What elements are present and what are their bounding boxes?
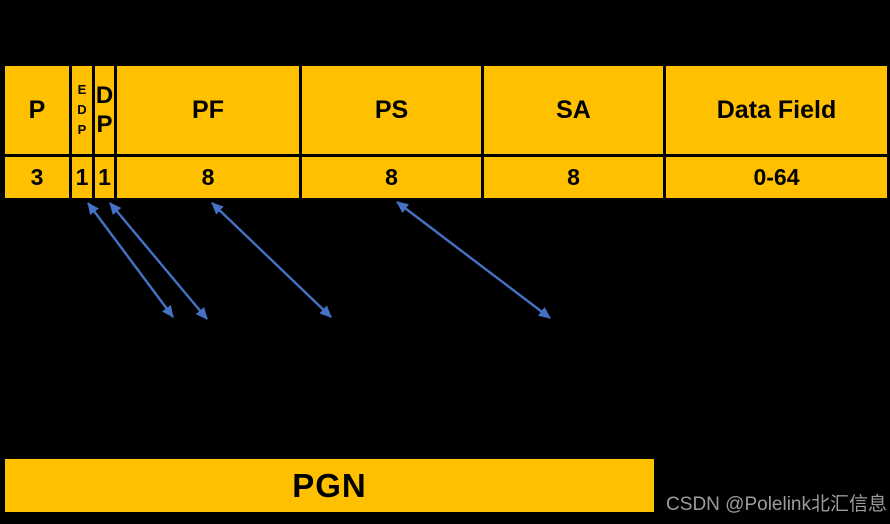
pgn-bar: PGN [3, 457, 656, 514]
frame-value-edp: 1 [75, 164, 89, 190]
mapping-arrow-pf [211, 202, 332, 318]
frame-column-ps: PS 8 [302, 66, 484, 198]
frame-header-edp-letter: D [77, 102, 87, 117]
frame-value-ps: 8 [385, 164, 398, 190]
frame-value-sa: 8 [567, 164, 580, 190]
mapping-arrow-dp [109, 202, 208, 320]
frame-column-data_field: Data Field 0-64 [666, 66, 887, 198]
frame-value-data_field: 0-64 [753, 164, 800, 190]
frame-column-sa: SA 8 [484, 66, 666, 198]
frame-value-dp: 1 [98, 164, 111, 190]
frame-value-pf: 8 [201, 164, 215, 190]
frame-header-p: P [5, 66, 69, 157]
frame-header-edp-letter: P [77, 122, 87, 137]
watermark: CSDN @Polelink北汇信息 [666, 494, 887, 515]
frame-header-dp-letter: D [95, 82, 114, 109]
mapping-arrow-ps [396, 201, 551, 319]
frame-header-sa: SA [484, 66, 663, 157]
mapping-arrow-edp [87, 202, 174, 318]
frame-header-edp-letter: E [77, 82, 87, 97]
frame-header-ps: PS [302, 66, 481, 157]
pgn-label: PGN [292, 466, 367, 504]
frame-column-pf: PF 8 [117, 66, 302, 198]
frame-value-p: 3 [30, 164, 44, 190]
frame-header-data_field: Data Field [666, 66, 887, 157]
frame-header-pf: PF [117, 66, 299, 157]
frame-header-dp-letter: P [96, 111, 113, 138]
